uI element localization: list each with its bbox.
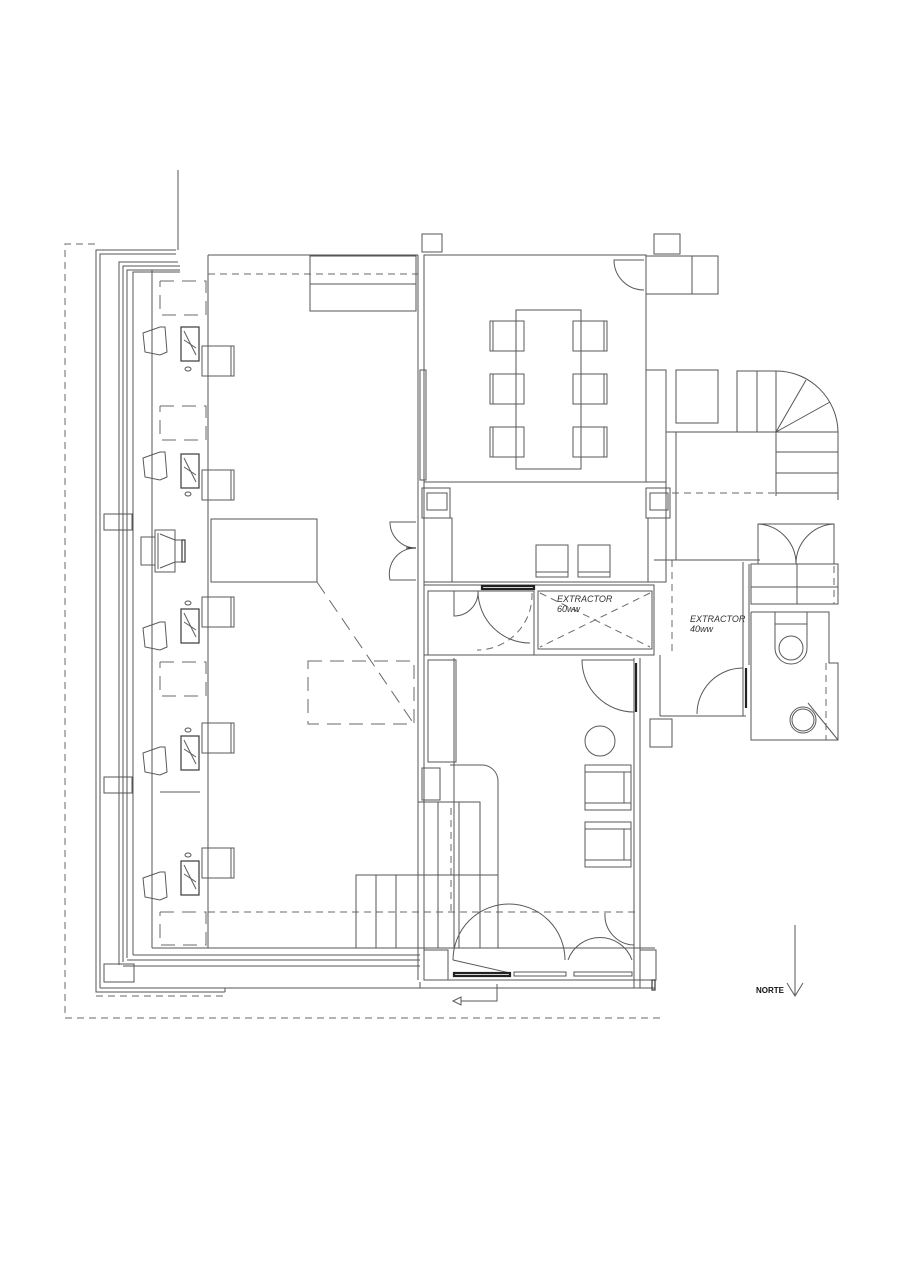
extractor-60-box	[537, 590, 653, 650]
meeting-table	[515, 309, 582, 470]
main-hall	[140, 254, 637, 949]
exterior-walls	[95, 170, 655, 997]
restroom	[744, 611, 839, 741]
armchair-1	[584, 764, 632, 811]
meeting-chairs	[489, 320, 608, 458]
work-table	[210, 518, 318, 583]
extractor-40-title: EXTRACTOR	[690, 614, 746, 624]
workstation-3	[142, 596, 235, 697]
stool-2	[577, 544, 611, 578]
extractor-40-label: EXTRACTOR 40ww	[690, 614, 745, 634]
round-table	[584, 725, 616, 757]
movable-table-dashed	[307, 660, 415, 725]
workstation-4	[142, 722, 235, 793]
lobby	[355, 658, 657, 1006]
workstation-2	[142, 405, 235, 501]
entrance-doors	[423, 903, 657, 991]
spiral-stair	[736, 370, 839, 500]
stool-1	[535, 544, 569, 578]
copier-printer	[140, 529, 186, 573]
entrance-stairs	[355, 801, 499, 949]
workstation-5	[142, 847, 235, 946]
extractor-40-size: 40ww	[690, 624, 714, 634]
north-label: NORTE	[756, 986, 784, 995]
extractor-60-label: EXTRACTOR 60ww	[557, 594, 612, 614]
armchair-2	[584, 821, 632, 868]
central-partition	[388, 233, 443, 980]
extractor-60-size: 60ww	[557, 604, 581, 614]
corridor-and-extractor	[423, 584, 655, 656]
extractor-60-title: EXTRACTOR	[557, 594, 613, 604]
north-arrow-icon	[786, 925, 804, 997]
kitchenette	[421, 481, 671, 583]
workstation-1	[142, 280, 235, 377]
meeting-room	[423, 233, 719, 483]
site-boundary	[64, 243, 662, 1019]
east-block	[649, 369, 839, 748]
